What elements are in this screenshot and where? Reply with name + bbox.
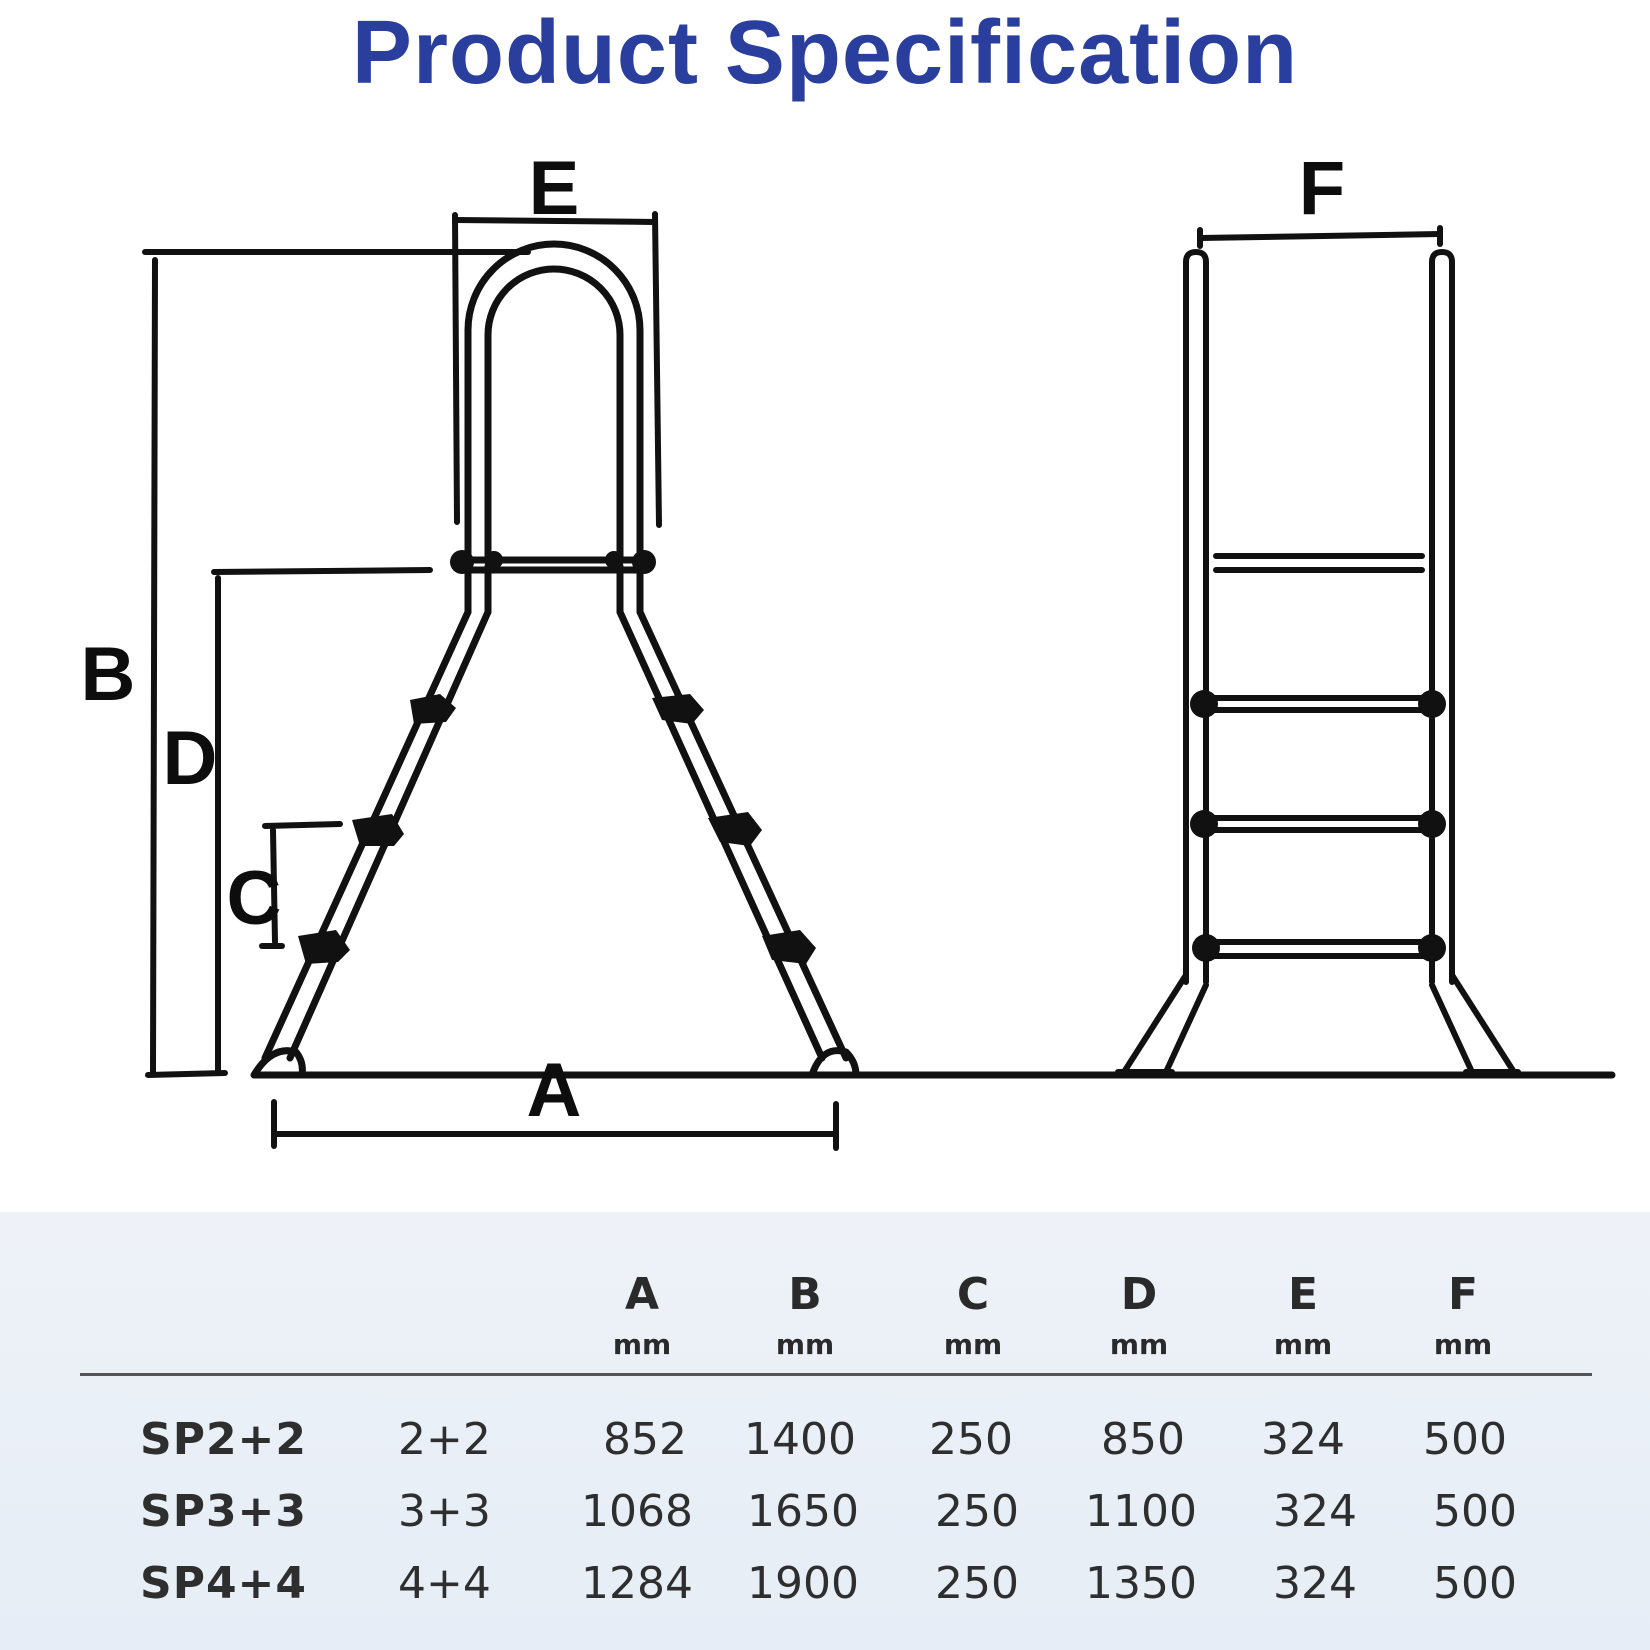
cell-a: 1068 bbox=[581, 1486, 693, 1537]
col-header-f: F mm bbox=[1388, 1273, 1538, 1359]
cell-a: 852 bbox=[603, 1414, 687, 1465]
side-view-ladder bbox=[250, 240, 860, 1079]
col-header-d: D mm bbox=[1064, 1273, 1214, 1359]
cell-b: 1900 bbox=[747, 1558, 859, 1609]
row-steps: 2+2 bbox=[398, 1414, 491, 1465]
col-unit: mm bbox=[943, 1328, 1003, 1361]
table-header-divider bbox=[80, 1373, 1592, 1376]
col-unit: mm bbox=[1433, 1328, 1493, 1361]
page-title: Product Specification bbox=[351, 3, 1299, 103]
col-letter: B bbox=[788, 1269, 822, 1320]
col-letter: F bbox=[1447, 1269, 1479, 1320]
side-step-brackets bbox=[298, 550, 816, 964]
dim-label-d: D bbox=[163, 716, 218, 801]
col-header-a: A mm bbox=[567, 1273, 717, 1359]
dimension-lines bbox=[142, 211, 1443, 1151]
ladder-diagram: E F B D C A bbox=[81, 146, 1616, 1151]
front-view-ladder bbox=[1115, 249, 1521, 1075]
dim-label-c: C bbox=[227, 856, 282, 941]
dim-label-f: F bbox=[1299, 146, 1345, 231]
col-header-b: B mm bbox=[730, 1273, 880, 1359]
cell-e: 324 bbox=[1273, 1558, 1357, 1609]
cell-d: 850 bbox=[1101, 1414, 1185, 1465]
cell-d: 1100 bbox=[1085, 1486, 1197, 1537]
col-header-c: C mm bbox=[898, 1273, 1048, 1359]
front-step-bolts bbox=[1190, 690, 1446, 962]
col-unit: mm bbox=[775, 1328, 835, 1361]
spec-table-panel bbox=[0, 1212, 1650, 1650]
cell-e: 324 bbox=[1273, 1486, 1357, 1537]
col-header-e: E mm bbox=[1228, 1273, 1378, 1359]
col-letter: E bbox=[1287, 1269, 1319, 1320]
cell-d: 1350 bbox=[1085, 1558, 1197, 1609]
cell-c: 250 bbox=[935, 1558, 1019, 1609]
col-unit: mm bbox=[1273, 1328, 1333, 1361]
dim-label-a: A bbox=[527, 1048, 582, 1133]
cell-f: 500 bbox=[1423, 1414, 1507, 1465]
cell-f: 500 bbox=[1433, 1558, 1517, 1609]
row-model: SP3+3 bbox=[140, 1486, 308, 1537]
col-unit: mm bbox=[1109, 1328, 1169, 1361]
col-letter: C bbox=[956, 1269, 990, 1320]
col-unit: mm bbox=[612, 1328, 672, 1361]
row-steps: 3+3 bbox=[398, 1486, 491, 1537]
cell-c: 250 bbox=[929, 1414, 1013, 1465]
cell-f: 500 bbox=[1433, 1486, 1517, 1537]
cell-e: 324 bbox=[1261, 1414, 1345, 1465]
cell-c: 250 bbox=[935, 1486, 1019, 1537]
dim-label-b: B bbox=[81, 632, 136, 717]
col-letter: D bbox=[1120, 1269, 1158, 1320]
cell-b: 1400 bbox=[744, 1414, 856, 1465]
col-letter: A bbox=[624, 1269, 660, 1320]
dim-label-e: E bbox=[529, 146, 580, 231]
row-model: SP2+2 bbox=[140, 1414, 308, 1465]
cell-b: 1650 bbox=[747, 1486, 859, 1537]
row-model: SP4+4 bbox=[140, 1558, 308, 1609]
row-steps: 4+4 bbox=[398, 1558, 491, 1609]
cell-a: 1284 bbox=[581, 1558, 693, 1609]
